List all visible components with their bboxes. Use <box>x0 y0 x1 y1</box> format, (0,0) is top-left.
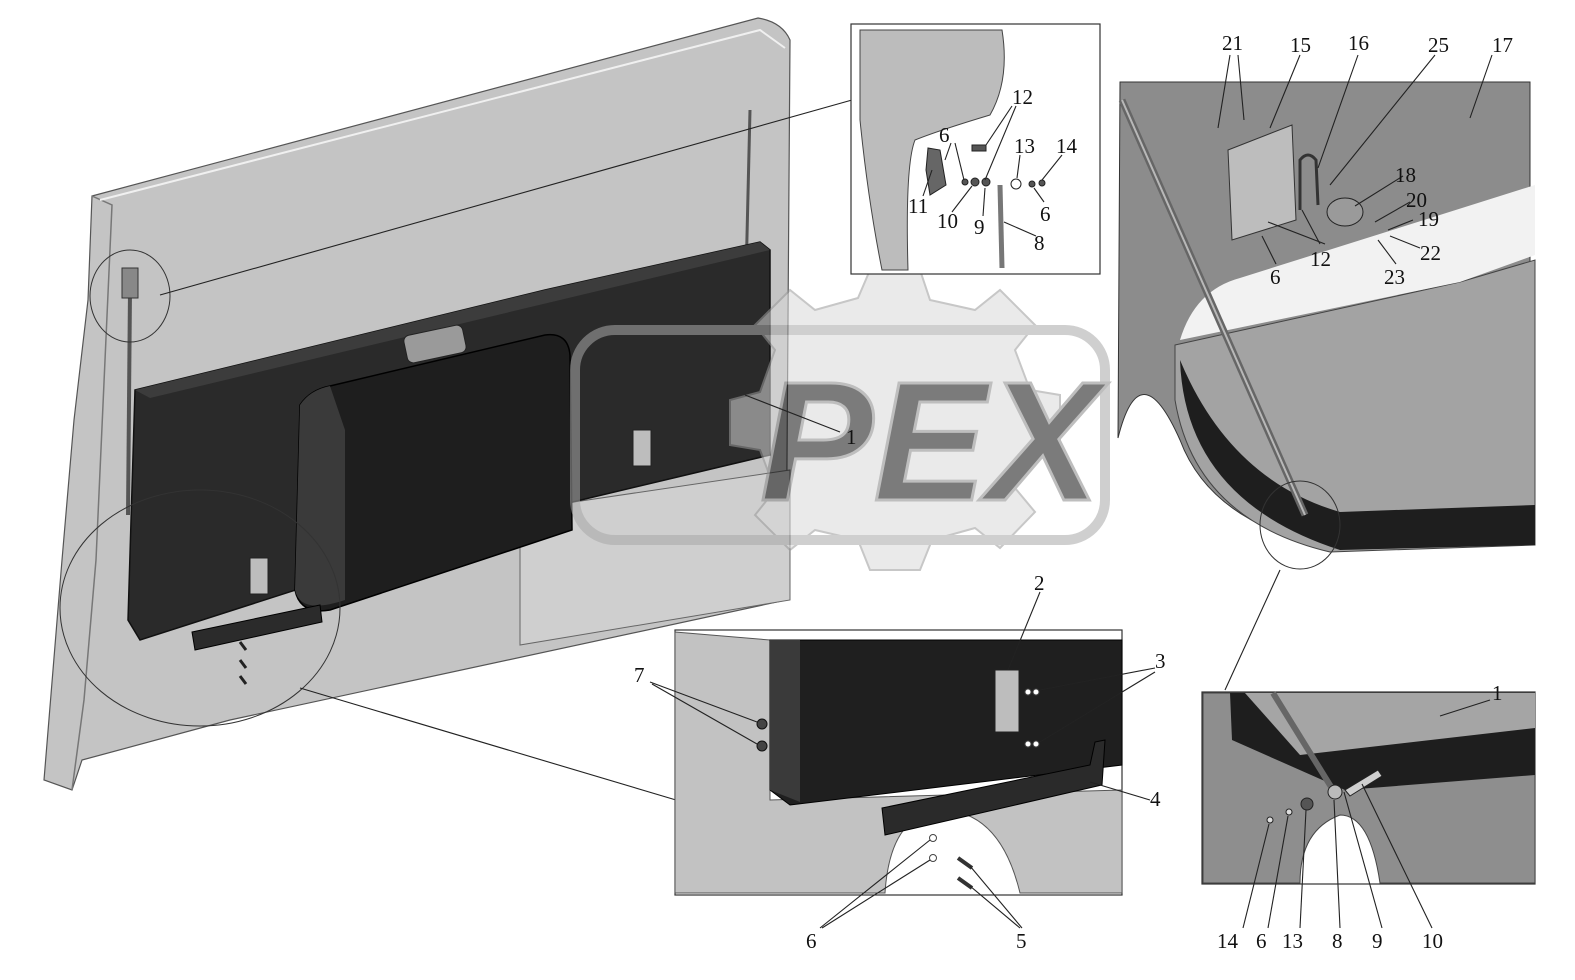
callout-top-14: 14 <box>1056 134 1078 158</box>
detail-right-hub <box>1326 197 1364 227</box>
strut-bracket-left <box>121 267 139 299</box>
detail-right-link <box>1224 569 1281 691</box>
detail-right-lid-dark <box>1180 360 1535 550</box>
bolts-main <box>238 641 248 685</box>
cab-lower-skirt <box>519 469 791 646</box>
callout-right-19: 19 <box>1418 207 1439 231</box>
detail-bottom-leaders <box>649 591 1156 929</box>
magnifier-circle-bottom <box>59 489 341 727</box>
detail-small-eye <box>1327 784 1343 800</box>
callout-small-10: 10 <box>1422 929 1443 953</box>
callout-bottom-6: 6 <box>806 929 817 953</box>
callout-bottom-4: 4 <box>1150 787 1161 811</box>
watermark: PEX <box>570 269 1110 571</box>
callout-top-13: 13 <box>1014 134 1035 158</box>
detail-bottom-link <box>299 687 677 801</box>
callout-top-6a: 6 <box>939 123 950 147</box>
callout-small-13: 13 <box>1282 929 1303 953</box>
callout-top-10: 10 <box>937 209 958 233</box>
callout-top-9: 9 <box>974 215 985 239</box>
callout-right-12: 12 <box>1310 247 1331 271</box>
detail-right-magnifier <box>1259 480 1341 570</box>
latch-main-left <box>249 557 269 595</box>
magnifier-circle-top <box>89 249 171 343</box>
callout-right-25: 25 <box>1428 33 1449 57</box>
tool-box-handle <box>403 324 467 364</box>
callout-bottom-2: 2 <box>1034 571 1045 595</box>
latch-main-right <box>632 429 652 467</box>
strap-main <box>191 604 323 651</box>
callout-right-23: 23 <box>1384 265 1405 289</box>
callout-bottom-7: 7 <box>634 663 645 687</box>
detail-right-shackle <box>1298 153 1320 210</box>
detail-right-strut-highlight <box>1121 99 1306 516</box>
callout-right-22: 22 <box>1420 241 1441 265</box>
detail-small: 1 14 6 13 8 9 10 <box>1201 681 1536 953</box>
callout-top-12: 12 <box>1012 85 1033 109</box>
detail-bottom-latch <box>994 669 1020 733</box>
callout-main-1: 1 <box>846 425 857 449</box>
callout-right-15: 15 <box>1290 33 1311 57</box>
callout-top-11: 11 <box>908 194 928 218</box>
callout-small-1: 1 <box>1492 681 1503 705</box>
callout-small-6: 6 <box>1256 929 1267 953</box>
detail-top-panel <box>859 29 1005 271</box>
detail-top-leaders <box>922 105 1063 237</box>
callout-bottom-5: 5 <box>1016 929 1027 953</box>
callout-top-6b: 6 <box>1040 202 1051 226</box>
callout-small-9: 9 <box>1372 929 1383 953</box>
detail-small-leaders <box>1242 699 1491 929</box>
callout-small-8: 8 <box>1332 929 1343 953</box>
callout-right-17: 17 <box>1492 33 1513 57</box>
tool-box-front-bevel <box>295 386 345 606</box>
detail-top-fasteners <box>961 144 1046 190</box>
callout-right-20: 20 <box>1406 188 1427 212</box>
detail-top-rod <box>997 184 1005 269</box>
callout-bottom-3: 3 <box>1155 649 1166 673</box>
callout-right-18: 18 <box>1395 163 1416 187</box>
callout-right-6: 6 <box>1270 265 1281 289</box>
detail-top-bracket <box>925 147 947 196</box>
detail-bottom-nuts <box>756 718 768 752</box>
detail-small-rod <box>1270 691 1336 792</box>
detail-bottom-strap <box>881 739 1106 836</box>
detail-right-leaders <box>1217 54 1493 265</box>
callout-small-14: 14 <box>1217 929 1239 953</box>
detail-top-link <box>159 99 853 296</box>
detail-right-bracket <box>1227 124 1297 241</box>
leader-main-1 <box>744 394 841 433</box>
detail-right-cutout <box>1180 185 1535 340</box>
callout-right-16: 16 <box>1348 31 1369 55</box>
watermark-text: PEX <box>760 347 1109 537</box>
detail-top: 12 6 13 14 11 10 9 6 8 <box>159 23 1101 296</box>
detail-bottom: 2 3 7 4 6 5 <box>299 571 1166 953</box>
cab-panel-top-rim <box>99 28 786 201</box>
callout-right-21: 21 <box>1222 31 1243 55</box>
detail-right: 21 15 16 25 17 18 20 19 22 23 12 6 <box>1117 31 1536 691</box>
detail-small-washers <box>1266 797 1314 824</box>
callout-top-8: 8 <box>1034 231 1045 255</box>
tool-box-top-face <box>135 242 770 398</box>
cab-panel-edge <box>71 195 113 791</box>
detail-bottom-holes <box>929 688 1040 862</box>
detail-bottom-box-edge <box>770 640 800 802</box>
detail-small-bolt <box>1344 769 1383 797</box>
watermark-banner <box>570 325 1110 545</box>
gas-strut-left <box>126 289 132 516</box>
main-view <box>43 17 791 791</box>
